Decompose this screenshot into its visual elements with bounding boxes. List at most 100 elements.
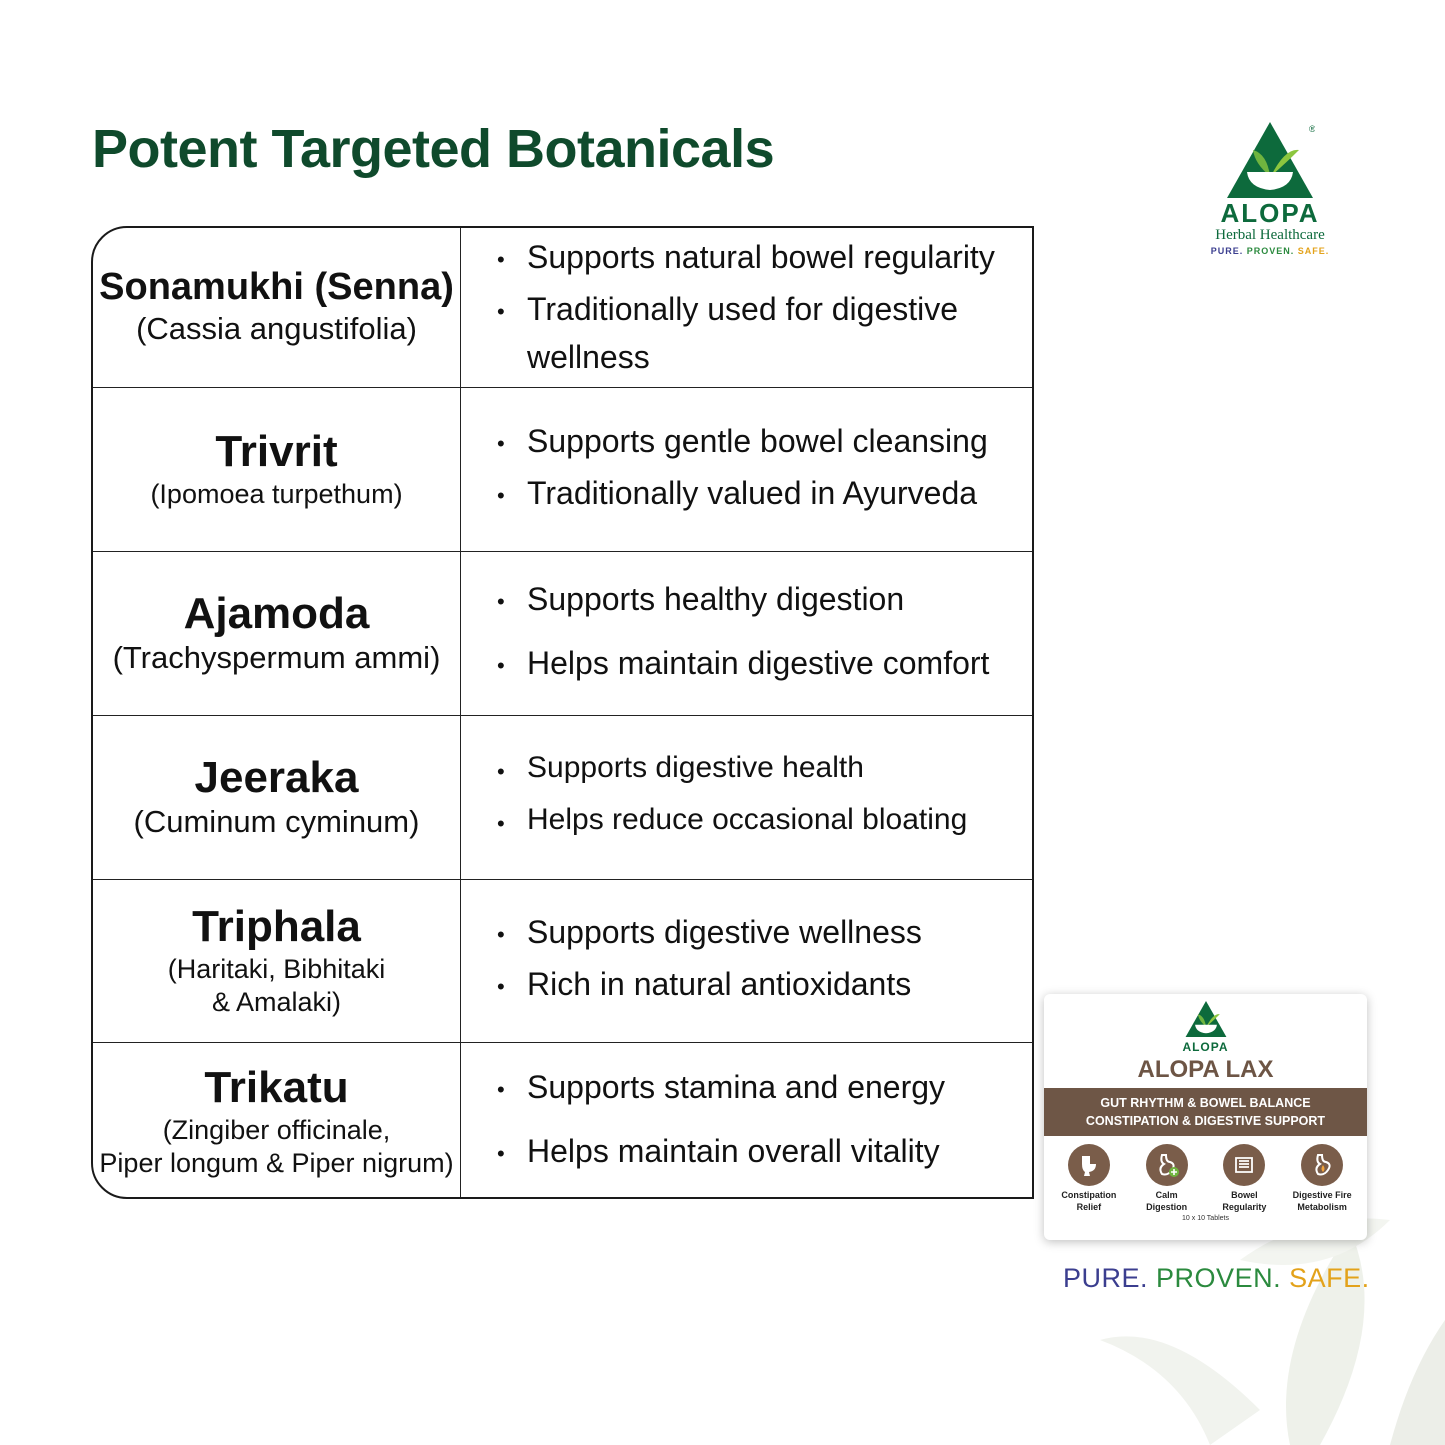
benefit-item: • Supports digestive health [497,748,1032,796]
benefit-item: • Supports gentle bowel cleansing [497,420,1032,468]
benefits-cell: • Supports digestive health • Helps reduce… [461,716,1032,879]
benefit-item: • Helps maintain overall vitality [497,1130,1032,1178]
herb-scientific: & Amalaki) [211,987,342,1018]
herb-scientific: (Ipomoea turpethum) [150,478,403,509]
benefit-item: • Helps reduce occasional bloating [497,800,1032,848]
product-band: GUT RHYTHM & BOWEL BALANCE CONSTIPATION … [1044,1088,1367,1136]
svg-text:®: ® [1309,124,1315,134]
bullet-icon: • [497,652,505,678]
herb-scientific: (Cuminum cyminum) [133,804,420,840]
alopa-logo-icon: ® [1227,122,1315,198]
benefit-text: Helps reduce occasional bloating [527,802,968,836]
herb-name: Jeeraka [194,752,359,802]
benefit-item: •Traditionally used for digestive wellne… [497,288,1032,379]
table-row: Sonamukhi (Senna) (Cassia angustifolia) … [93,228,1032,387]
benefit-text: Supports stamina and energy [527,1069,946,1105]
product-count: 10 x 10 Tablets [1182,1215,1229,1223]
bullet-icon: • [497,1077,505,1102]
bullet-icon: • [497,298,505,324]
herb-name: Sonamukhi (Senna) [99,266,454,309]
herb-scientific: (Zingiber officinale, [162,1114,391,1145]
benefit-item: •Supports healthy digestion [497,578,1032,626]
benefit-text: Helps maintain digestive comfort [527,644,990,681]
benefit-text: Supports healthy digestion [527,580,905,617]
benefits-cell: • Supports stamina and energy • Helps main… [461,1043,1032,1197]
benefits-cell: • Supports gentle bowel cleansing • Tradit… [461,388,1032,551]
herb-cell: Jeeraka (Cuminum cyminum) [93,716,461,879]
table-row: Jeeraka (Cuminum cyminum) • Supports dige… [93,715,1032,879]
benefit-text: Supports digestive wellness [527,914,922,950]
benefits-cell: •Supports healthy digestion • Helps maint… [461,552,1032,715]
bullet-icon: • [497,974,505,999]
intestine-icon [1223,1144,1266,1186]
leaves-decoration [1100,1218,1445,1445]
benefit-text: Supports digestive health [527,750,864,784]
benefit-item: • Supports digestive wellness [497,911,1032,959]
herb-scientific: (Trachyspermum ammi) [112,640,441,676]
table-row: Trivrit (Ipomoea turpethum) • Supports ge… [93,387,1032,551]
benefit-text: Rich in natural antioxidants [527,966,912,1002]
benefit-item: •Supports natural bowel regularity [497,236,1032,284]
benefit-item: • Supports stamina and energy [497,1066,1032,1114]
product-brand: ALOPA [1182,1040,1229,1054]
herb-scientific: Piper longum & Piper nigrum) [99,1148,454,1179]
bullet-icon: • [497,1141,505,1166]
herb-cell: Trikatu (Zingiber officinale, Piper long… [93,1043,461,1197]
product-logo-icon [1185,1000,1226,1038]
benefit-text-continued: wellness [527,338,650,375]
herb-name: Triphala [192,901,361,951]
footer-proven: PROVEN. [1156,1263,1282,1293]
bullet-icon: • [497,758,505,784]
logo-subtitle: Herbal Healthcare [1215,227,1325,243]
herb-cell: Ajamoda (Trachyspermum ammi) [93,552,461,715]
herb-name: Trivrit [215,427,338,477]
toilet-icon [1067,1144,1110,1186]
herb-name: Ajamoda [183,588,370,638]
logo-name: ALOPA [1220,198,1320,228]
benefits-cell: •Supports natural bowel regularity •Trad… [461,228,1032,387]
product-band-line1: GUT RHYTHM & BOWEL BALANCE [1100,1096,1311,1110]
brand-logo: ® ALOPA Herbal Healthcare PURE. PROVEN. … [1205,120,1335,256]
page-title: Potent Targeted Botanicals [92,119,775,179]
herb-name: Trikatu [204,1062,349,1112]
footer-tagline: PURE. PROVEN. SAFE. [1063,1263,1370,1294]
stomach-fire-icon [1301,1144,1344,1186]
bullet-icon: • [497,810,505,836]
bullet-icon: • [497,430,505,456]
herb-cell: Trivrit (Ipomoea turpethum) [93,388,461,551]
herb-cell: Triphala (Haritaki, Bibhitaki & Amalaki) [93,880,461,1042]
benefits-cell: • Supports digestive wellness • Rich in na… [461,880,1032,1042]
bullet-icon: • [497,482,505,508]
product-box: ALOPA ALOPA LAX GUT RHYTHM & BOWEL BALAN… [1044,994,1367,1240]
logo-tagline: PURE. PROVEN. SAFE. [1205,246,1335,256]
footer-pure: PURE. [1063,1263,1149,1293]
bullet-icon: • [497,246,505,272]
herb-scientific: (Haritaki, Bibhitaki [167,953,386,984]
herb-scientific: (Cassia angustifolia) [136,310,417,346]
benefit-item: • Rich in natural antioxidants [497,963,1032,1011]
table-row: Trikatu (Zingiber officinale, Piper long… [93,1042,1032,1197]
bullet-icon: • [497,922,505,947]
herb-cell: Sonamukhi (Senna) (Cassia angustifolia) [93,228,461,387]
product-name: ALOPA LAX [1137,1056,1274,1083]
benefit-text: Supports gentle bowel cleansing [527,422,988,459]
footer-safe: SAFE. [1289,1263,1370,1293]
benefit-item: • Helps maintain digestive comfort [497,642,1032,690]
stomach-plus-icon [1145,1144,1188,1186]
benefit-item: • Traditionally valued in Ayurveda [497,472,1032,520]
table-row: Triphala (Haritaki, Bibhitaki & Amalaki)… [93,879,1032,1042]
benefit-text: Helps maintain overall vitality [527,1133,940,1169]
logo-tag-safe: SAFE. [1297,246,1330,256]
product-band-line2: CONSTIPATION & DIGESTIVE SUPPORT [1085,1113,1326,1128]
table-row: Ajamoda (Trachyspermum ammi) •Supports h… [93,551,1032,715]
benefit-text: Traditionally valued in Ayurveda [527,474,978,511]
